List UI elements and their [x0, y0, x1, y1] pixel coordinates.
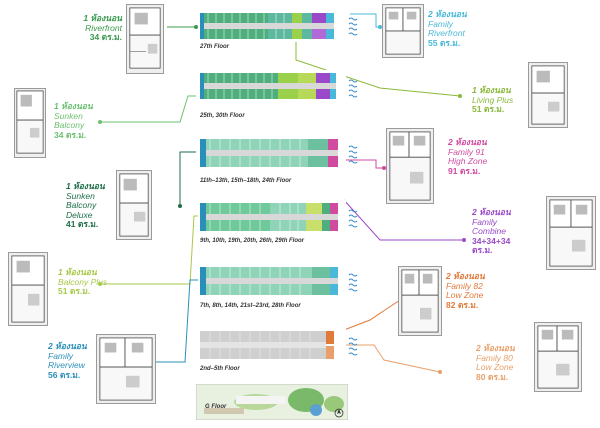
- unit-bedrooms: 1 ห้องนอน: [472, 85, 511, 95]
- unit-label-balcony-plus: 1 ห้องนอน Balcony Plus 51 ตร.ม.: [58, 267, 114, 297]
- unit-bedrooms: 1 ห้องนอน: [58, 267, 97, 277]
- unit-name: Family 91 High Zone: [448, 146, 488, 166]
- unit-plan-balcony-plus[interactable]: [8, 252, 48, 326]
- unit-label-riverfront-1br: 1 ห้องนอน Riverfront 34 ตร.ม.: [68, 13, 122, 43]
- unit-bedrooms: 2 ห้องนอน: [472, 207, 511, 217]
- unit-name: Family Riverfront: [428, 18, 465, 38]
- floor-plan-27[interactable]: [198, 10, 346, 42]
- unit-name: Living Plus: [472, 94, 514, 105]
- floor-label-7: 7th, 8th, 14th, 21st–23rd, 28th Floor: [200, 303, 301, 309]
- unit-name: Family 80 Low Zone: [476, 352, 514, 372]
- unit-bedrooms: 1 ห้องนอน: [54, 101, 93, 111]
- unit-size: 82 ตร.ม.: [446, 299, 479, 310]
- unit-plan-sunken-balcony[interactable]: [14, 88, 46, 158]
- floor-label-25: 25th, 30th Floor: [200, 113, 245, 119]
- unit-plan-sunken-deluxe[interactable]: [116, 170, 152, 240]
- unit-name: Riverfront: [85, 22, 122, 33]
- unit-plan-riverfront-1br[interactable]: [126, 4, 164, 74]
- unit-bedrooms: 2 ห้องนอน: [428, 9, 467, 19]
- unit-label-family-80: 2 ห้องนอน Family 80 Low Zone 80 ตร.ม.: [476, 343, 534, 382]
- unit-plan-family-91[interactable]: [386, 128, 434, 204]
- unit-size: 41 ตร.ม.: [66, 219, 99, 229]
- floor-plan-11[interactable]: [198, 136, 346, 170]
- floor-label-27: 27th Floor: [200, 44, 230, 50]
- unit-plan-family-combine[interactable]: [546, 196, 596, 270]
- unit-bedrooms: 2 ห้องนอน: [446, 271, 485, 281]
- unit-size: 55 ตร.ม.: [428, 37, 461, 48]
- floor-plan-g[interactable]: [196, 384, 348, 420]
- unit-size: 34 ตร.ม.: [54, 129, 87, 140]
- floor-plan-7[interactable]: [198, 264, 346, 298]
- unit-name: Family Combine: [472, 216, 507, 236]
- unit-label-family-82: 2 ห้องนอน Family 82 Low Zone 82 ตร.ม.: [446, 271, 506, 310]
- unit-size: 34 ตร.ม.: [89, 32, 122, 42]
- unit-name: Balcony Plus: [58, 276, 108, 287]
- river-wave-icon: [348, 145, 358, 164]
- floor-plan-2[interactable]: [198, 328, 346, 362]
- unit-label-sunken-balcony: 1 ห้องนอน Sunken Balcony 34 ตร.ม.: [54, 101, 114, 140]
- floor-label-11: 11th–13th, 15th–18th, 24th Floor: [200, 178, 292, 184]
- floor-plan-9[interactable]: [198, 200, 346, 234]
- unit-name: Sunken Balcony Deluxe: [66, 190, 97, 220]
- unit-size: 56 ตร.ม.: [48, 369, 81, 380]
- unit-plan-family-riverfront[interactable]: [382, 4, 424, 58]
- unit-size: 51 ตร.ม.: [472, 104, 505, 114]
- river-wave-icon: [348, 273, 358, 292]
- unit-name: Family Riverview: [48, 350, 85, 370]
- north-arrow-icon: [334, 408, 344, 418]
- unit-bedrooms: 2 ห้องนอน: [48, 341, 87, 351]
- unit-name: Family 82 Low Zone: [446, 280, 484, 300]
- unit-plan-family-riverview[interactable]: [96, 334, 156, 404]
- unit-plan-family-80[interactable]: [534, 322, 582, 392]
- river-wave-icon: [348, 17, 358, 36]
- unit-size: 51 ตร.ม.: [58, 286, 91, 296]
- unit-label-sunken-deluxe: 1 ห้องนอน Sunken Balcony Deluxe 41 ตร.ม.: [66, 181, 114, 230]
- unit-bedrooms: 1 ห้องนอน: [83, 13, 122, 23]
- unit-label-family-riverfront: 2 ห้องนอน Family Riverfront 55 ตร.ม.: [428, 9, 488, 48]
- unit-name: Sunken Balcony: [54, 110, 85, 130]
- unit-label-living-plus: 1 ห้องนอน Living Plus 51 ตร.ม.: [472, 85, 528, 115]
- unit-bedrooms: 2 ห้องนอน: [476, 343, 515, 353]
- unit-size: 91 ตร.ม.: [448, 165, 481, 176]
- floor-label-2: 2nd–5th Floor: [200, 366, 240, 372]
- floor-label-g: G Floor: [205, 404, 227, 410]
- river-wave-icon: [348, 79, 358, 98]
- unit-plan-family-82[interactable]: [398, 266, 442, 336]
- floor-label-9: 9th, 10th, 19th, 20th, 26th, 29th Floor: [200, 238, 305, 244]
- unit-label-family-riverview: 2 ห้องนอน Family Riverview 56 ตร.ม.: [48, 341, 96, 380]
- unit-label-family-combine: 2 ห้องนอน Family Combine 34+34+34 ตร.ม.: [472, 207, 540, 256]
- unit-label-family-91: 2 ห้องนอน Family 91 High Zone 91 ตร.ม.: [448, 137, 508, 176]
- river-wave-icon: [348, 209, 358, 228]
- unit-bedrooms: 1 ห้องนอน: [66, 181, 105, 191]
- unit-size: 34+34+34 ตร.ม.: [472, 235, 511, 255]
- unit-plan-living-plus[interactable]: [528, 62, 568, 128]
- floor-plan-25[interactable]: [198, 70, 346, 102]
- unit-size: 80 ตร.ม.: [476, 371, 509, 382]
- unit-bedrooms: 2 ห้องนอน: [448, 137, 487, 147]
- river-wave-icon: [348, 337, 358, 356]
